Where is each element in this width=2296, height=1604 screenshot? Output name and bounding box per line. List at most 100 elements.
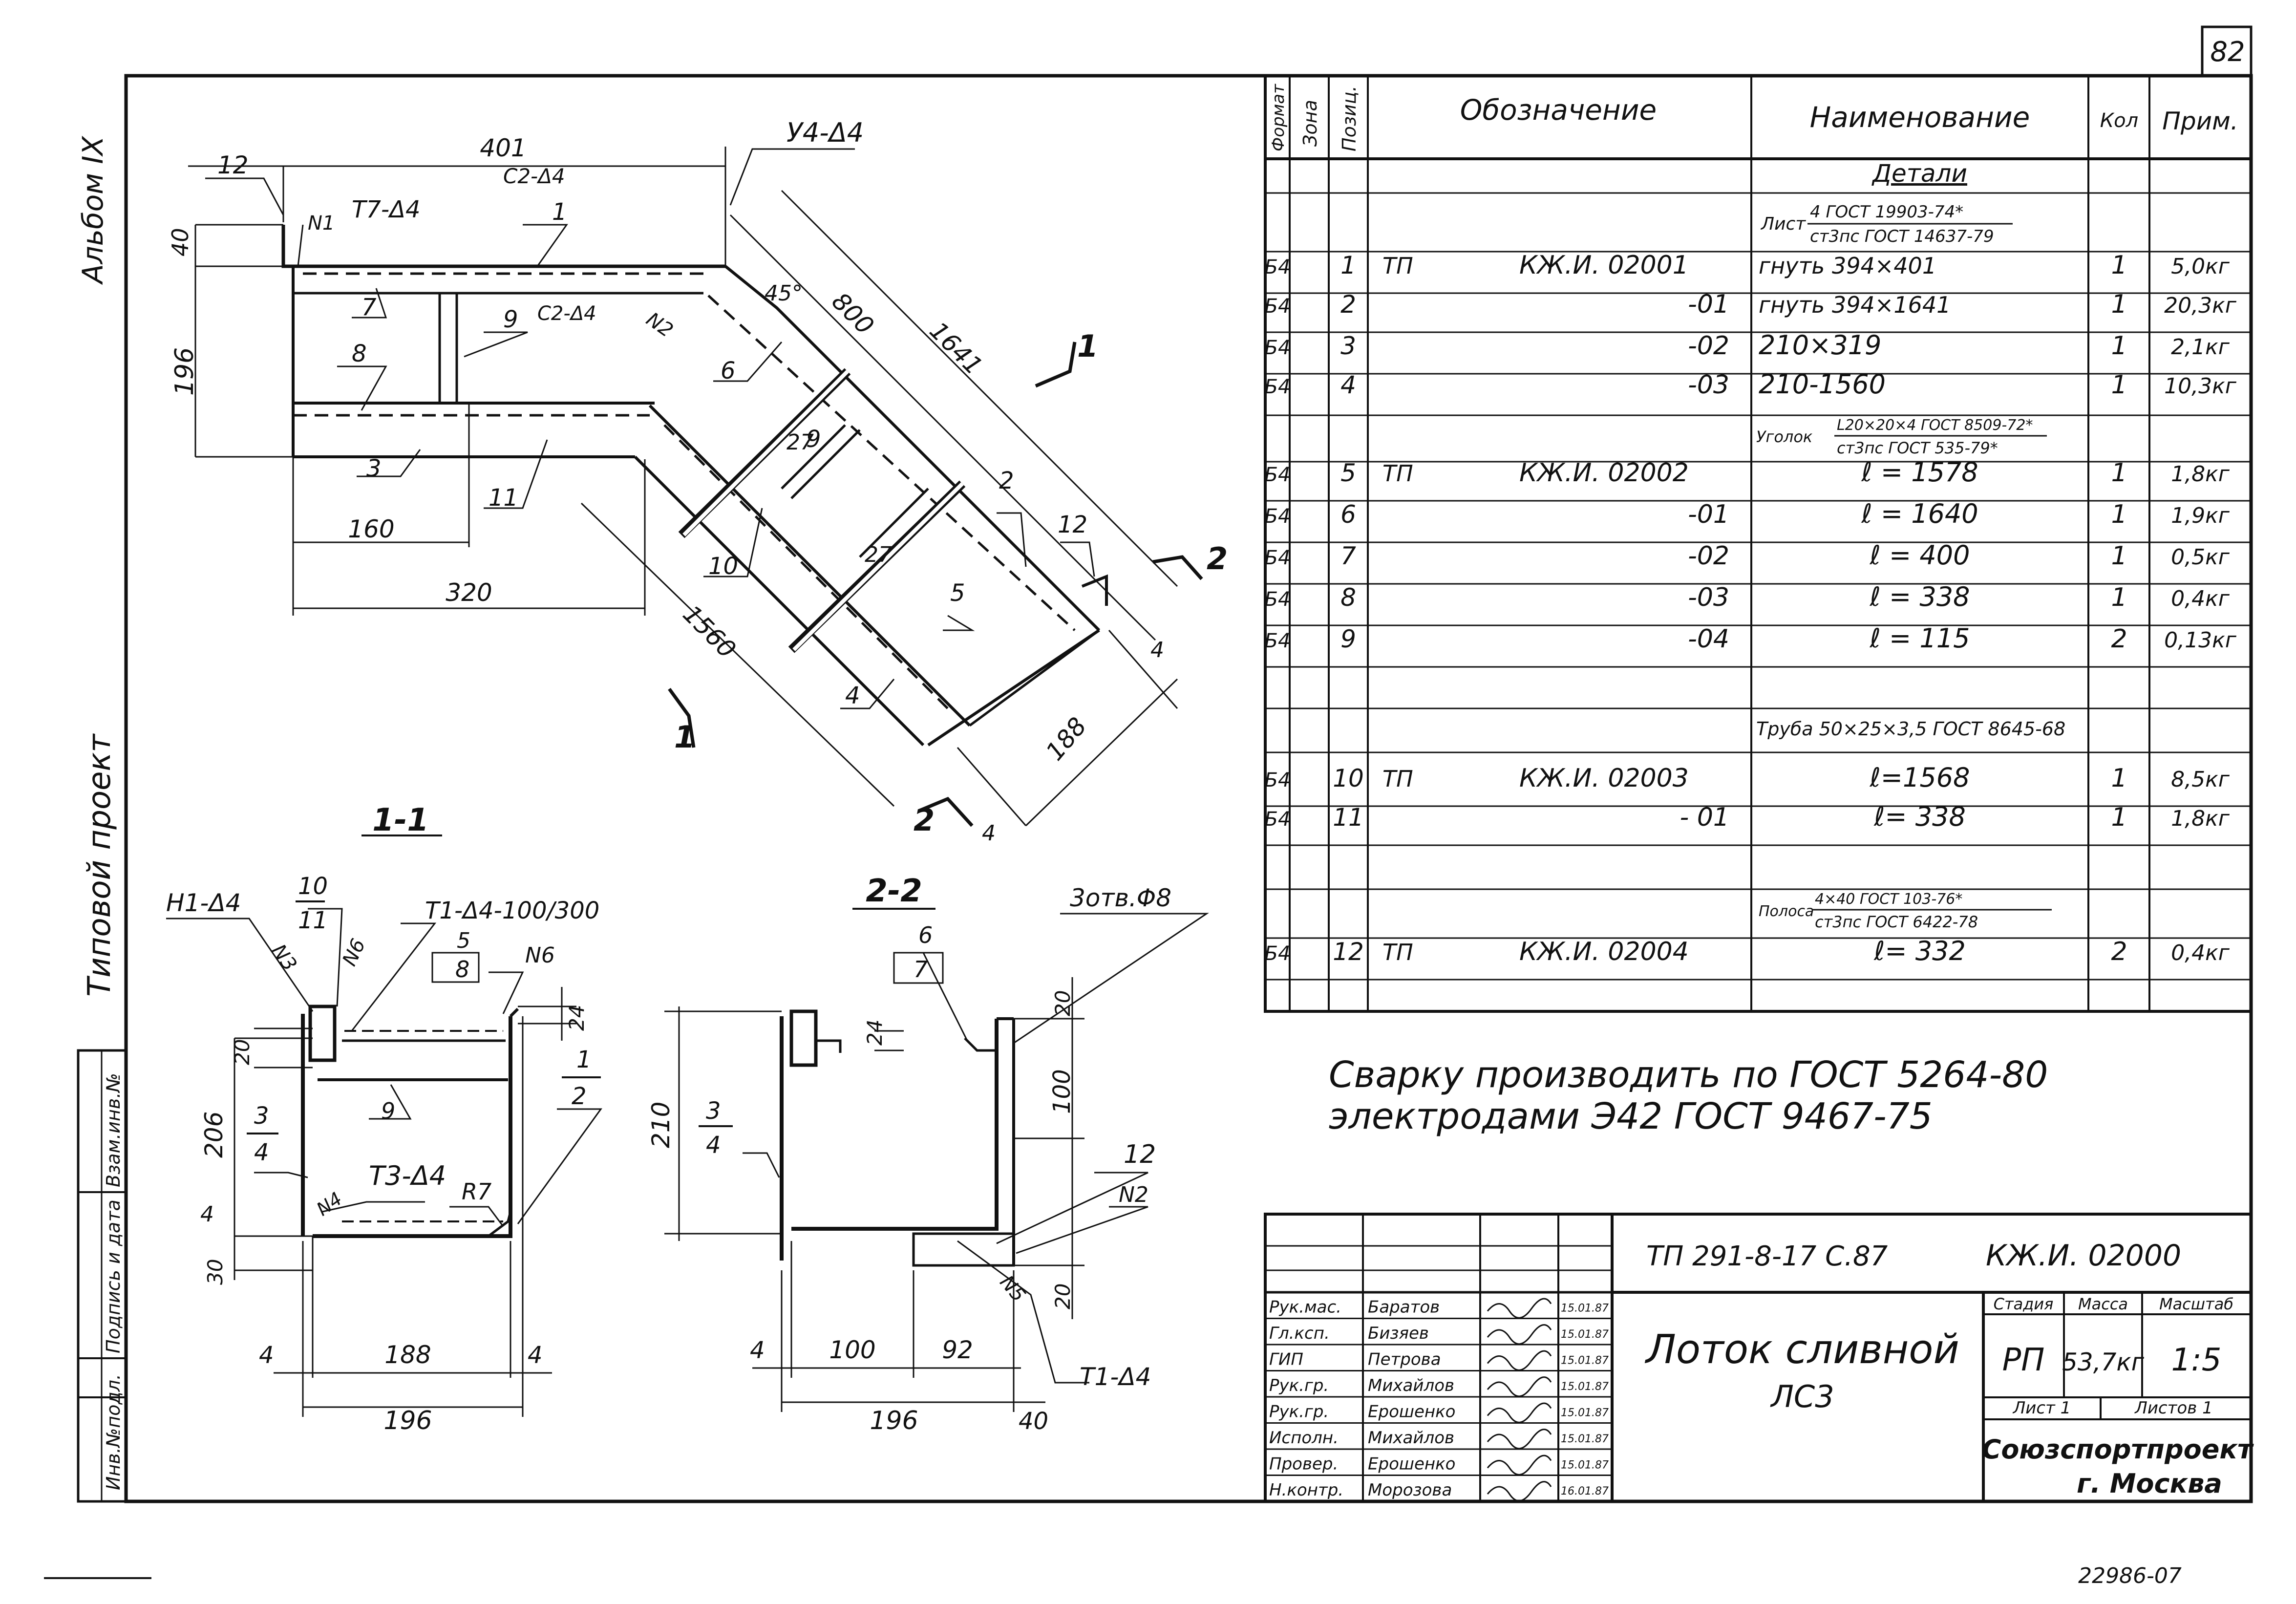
plan-dim-40: 40 bbox=[167, 228, 193, 257]
section-2-2-title: 2-2 bbox=[866, 873, 922, 909]
spec-cell-name: ℓ = 115 bbox=[1870, 623, 1970, 654]
plan-cut-1b: 1 bbox=[674, 719, 695, 755]
spec-cell-position: 9 bbox=[1340, 625, 1356, 653]
plan-pos-2: 2 bbox=[999, 467, 1014, 494]
s22-pos-12: 12 bbox=[1124, 1140, 1156, 1169]
s22-dim-40: 40 bbox=[1019, 1408, 1048, 1435]
material-strip-label: Полоса bbox=[1759, 903, 1814, 920]
s11-dim-4r: 4 bbox=[528, 1342, 543, 1369]
plan-dim-320: 320 bbox=[446, 578, 492, 607]
s11-dim-30: 30 bbox=[203, 1259, 227, 1285]
plan-pos-11: 11 bbox=[489, 484, 518, 512]
s22-dim-20: 20 bbox=[1051, 990, 1075, 1016]
spec-cell-qty: 1 bbox=[2111, 803, 2127, 832]
staff-name: Петрова bbox=[1368, 1350, 1441, 1369]
spec-cell-name: 210-1560 bbox=[1759, 369, 1886, 400]
staff-signature bbox=[1488, 1351, 1551, 1370]
s22-dim-20b: 20 bbox=[1051, 1283, 1075, 1309]
staff-signature bbox=[1488, 1325, 1551, 1344]
spec-cell-note: 0,13кг bbox=[2164, 628, 2237, 653]
spec-cell-code: -03 bbox=[1688, 583, 1729, 612]
plan-pos-9b: 9 bbox=[806, 426, 821, 453]
plan-dim-196: 196 bbox=[170, 347, 199, 396]
spec-cell-code: -02 bbox=[1688, 541, 1729, 571]
title-mark: ЛС3 bbox=[1770, 1379, 1834, 1414]
plan-view-labels: 401 40 196 160 320 800 1641 1560 188 4 4… bbox=[167, 117, 1228, 846]
staff-signature bbox=[1488, 1403, 1551, 1422]
staff-signature bbox=[1488, 1299, 1551, 1318]
spec-cell-code: - 01 bbox=[1680, 803, 1729, 832]
staff-role: Гл.ксп. bbox=[1269, 1324, 1330, 1343]
mass-label: Масса bbox=[2078, 1295, 2128, 1313]
plan-dim-45: 45° bbox=[765, 281, 803, 306]
spec-cell-qty: 1 bbox=[2111, 764, 2127, 793]
section-2-2 bbox=[664, 909, 1207, 1412]
material-angle: Уголок L20×20×4 ГОСТ 8509-72* ст3пс ГОСТ… bbox=[1756, 417, 2047, 457]
spec-cell-name: 210×319 bbox=[1759, 330, 1881, 361]
mass-value: 53,7кг bbox=[2062, 1348, 2145, 1376]
title-block-grid bbox=[1265, 1214, 2251, 1501]
spec-cell-position: 2 bbox=[1340, 290, 1356, 319]
spec-cell-code: КЖ.И. 02003 bbox=[1519, 764, 1689, 793]
section-1-1-title: 1-1 bbox=[372, 802, 429, 838]
material-angle-top: L20×20×4 ГОСТ 8509-72* bbox=[1837, 417, 2033, 434]
title-name: Лоток сливной bbox=[1644, 1326, 1959, 1373]
staff-role: Рук.гр. bbox=[1269, 1402, 1329, 1422]
spec-cell-note: 1,8кг bbox=[2171, 806, 2230, 831]
spec-cell-format: Б4 bbox=[1265, 337, 1291, 359]
spec-cell-note: 2,1кг bbox=[2171, 335, 2230, 360]
title-block-staff-lines bbox=[1265, 1319, 1612, 1476]
spec-cell-prefix: ТП bbox=[1382, 766, 1413, 792]
welding-note-line2: электродами Э42 ГОСТ 9467-75 bbox=[1329, 1095, 1933, 1137]
spec-cell-note: 8,5кг bbox=[2171, 767, 2230, 792]
sheets-label: Листов 1 bbox=[2134, 1398, 2212, 1418]
spec-cell-qty: 1 bbox=[2111, 458, 2127, 488]
spec-cell-name: ℓ= 338 bbox=[1873, 801, 1966, 832]
plan-pos-27b: 27 bbox=[865, 542, 892, 567]
s22-weld-t1: Т1-Δ4 bbox=[1080, 1363, 1151, 1391]
staff-date: 15.01.87 bbox=[1561, 1407, 1609, 1419]
org-name: Союзспортпроект bbox=[1982, 1434, 2254, 1465]
s22-pos-7: 7 bbox=[914, 956, 928, 983]
s11-pos-8: 8 bbox=[455, 956, 469, 983]
staff-role: Рук.мас. bbox=[1269, 1298, 1341, 1317]
staff-signature bbox=[1488, 1377, 1551, 1396]
staff-role: Исполн. bbox=[1269, 1428, 1339, 1448]
section-1-1-labels: 1-1 Н1-Δ4 N3 10 11 N6 Т1-Δ4-100/300 5 8 … bbox=[166, 802, 601, 1435]
header-position: Позиц. bbox=[1339, 86, 1360, 151]
staff-date: 15.01.87 bbox=[1561, 1381, 1609, 1393]
side-stamp-signature: Подпись и дата bbox=[103, 1199, 124, 1353]
staff-name: Бизяев bbox=[1368, 1324, 1429, 1343]
s11-dim-206: 206 bbox=[200, 1112, 228, 1158]
spec-cell-note: 5,0кг bbox=[2171, 254, 2230, 279]
section-2-2-labels: 2-2 3отв.Φ8 6 7 3 4 12 N2 N5 Т1-Δ4 24 20… bbox=[647, 873, 1171, 1435]
spec-cell-note: 20,3кг bbox=[2164, 293, 2237, 318]
spec-cell-position: 8 bbox=[1340, 583, 1356, 612]
s11-pos-9: 9 bbox=[381, 1098, 395, 1124]
plan-cut-2b: 2 bbox=[914, 802, 935, 838]
staff-date: 15.01.87 bbox=[1561, 1459, 1609, 1472]
plan-pos-3: 3 bbox=[366, 455, 382, 482]
spec-cell-code: КЖ.И. 02001 bbox=[1519, 251, 1689, 280]
staff-role: Рук.гр. bbox=[1269, 1376, 1329, 1395]
spec-cell-note: 1,8кг bbox=[2171, 462, 2230, 487]
s11-n6b: N6 bbox=[525, 943, 555, 968]
header-name: Наименование bbox=[1810, 101, 2030, 134]
plan-pos-10: 10 bbox=[708, 553, 738, 580]
plan-dim-1560: 1560 bbox=[678, 599, 742, 663]
staff-name: Михайлов bbox=[1368, 1428, 1454, 1448]
spec-cell-format: Б4 bbox=[1265, 547, 1291, 569]
s22-dim-4: 4 bbox=[750, 1337, 765, 1364]
spec-cell-name: ℓ = 338 bbox=[1870, 581, 1970, 612]
spec-cell-position: 6 bbox=[1340, 500, 1356, 529]
spec-cell-qty: 1 bbox=[2111, 251, 2127, 280]
spec-cell-note: 0,5кг bbox=[2171, 545, 2230, 570]
